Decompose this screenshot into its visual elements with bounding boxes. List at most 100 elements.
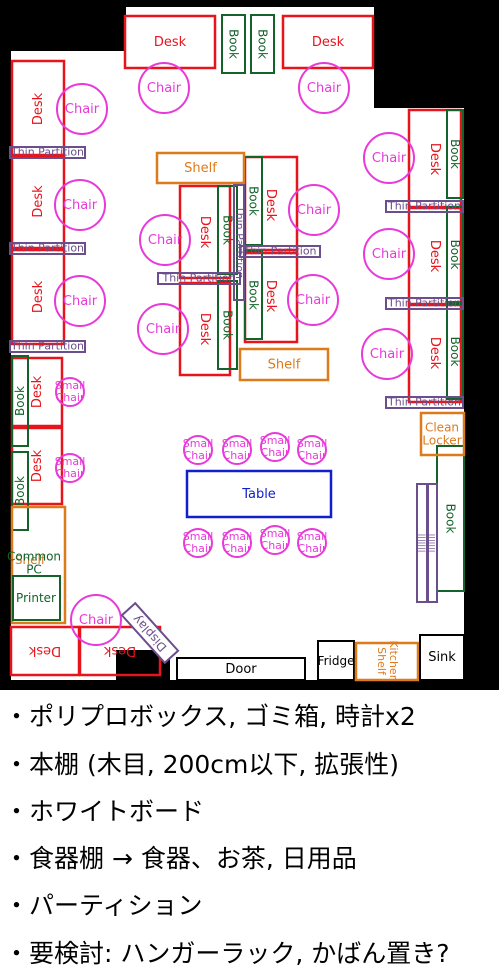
desk-label: Desk <box>30 449 45 482</box>
desk-label: Desk <box>198 216 213 249</box>
desk-label: Desk <box>31 92 46 125</box>
thin-partition-label: Thin Partition <box>242 245 316 258</box>
chair <box>287 274 339 326</box>
desk-label: Desk <box>103 644 136 659</box>
bookshelf-label: Book <box>247 280 261 310</box>
note-item: ・要検討: ハンガーラック, かばん置き? <box>4 939 450 968</box>
chair-label: Chair <box>370 347 405 362</box>
wall-segment <box>374 0 464 108</box>
bookshelf-label: Book <box>227 29 241 59</box>
chair-label: Chair <box>148 233 183 248</box>
chair <box>54 179 106 231</box>
bookshelf-label: Book <box>449 240 463 270</box>
bookshelf <box>217 280 238 370</box>
sink-label: Sink <box>428 650 456 665</box>
chair <box>137 303 189 355</box>
desk-label: Desk <box>31 185 46 218</box>
chair-label: Chair <box>372 151 407 166</box>
thin-partition-label: Thin Partition <box>161 272 235 285</box>
bookshelf <box>11 355 29 447</box>
display-box <box>120 601 180 665</box>
chair <box>361 328 413 380</box>
chair-label: Chair <box>372 247 407 262</box>
chair <box>139 214 191 266</box>
desk-label: Desk <box>312 35 345 50</box>
chair-stack <box>426 483 438 603</box>
bookshelf <box>446 206 464 303</box>
bookshelf-label: Book <box>256 29 270 59</box>
thin-partition <box>385 297 464 310</box>
chair-label: Chair <box>307 81 342 96</box>
chair-stack-label: ||||||| <box>428 534 437 553</box>
desk-label: Desk <box>31 280 46 313</box>
bookshelf <box>446 109 464 199</box>
chair <box>298 62 350 114</box>
chair-label: Chair <box>65 102 100 117</box>
note-item: ・本棚 (木目, 200cm以下, 拡張性) <box>4 750 400 779</box>
chair-label: Chair <box>147 81 182 96</box>
desk-label: Desk <box>28 644 61 659</box>
desk-label: Desk <box>428 240 443 273</box>
note-item: ・パーティション <box>4 891 203 920</box>
chair-label: Chair <box>146 322 181 337</box>
thin-partition <box>233 184 245 301</box>
bookshelf-label: Book <box>221 215 235 245</box>
bookshelf-label: Book <box>444 504 458 534</box>
bookshelf-label: Book <box>13 476 27 506</box>
pc-shelf <box>10 505 67 625</box>
bookshelf <box>11 451 29 531</box>
chair <box>363 132 415 184</box>
chair <box>363 228 415 280</box>
shelf <box>238 347 330 382</box>
small-chair <box>55 453 85 483</box>
small-chair <box>222 435 252 465</box>
desk-label: Desk <box>264 280 279 313</box>
note-item: ・食器棚 → 食器、お茶, 日用品 <box>4 844 357 873</box>
thin-partition <box>385 200 464 213</box>
small-chair <box>297 528 327 558</box>
bookshelf-label: Book <box>247 186 261 216</box>
thin-partition-label: Thin Partition <box>233 205 246 279</box>
shelf-label: Shelf <box>268 357 301 372</box>
sink <box>419 634 465 681</box>
chair <box>54 275 106 327</box>
chair-label: Chair <box>297 203 332 218</box>
small-chair <box>55 377 85 407</box>
desk <box>10 248 66 346</box>
wall-segment <box>0 0 499 7</box>
note-item: ・ポリプロボックス, ゴミ箱, 時計x2 <box>4 702 416 731</box>
shelf <box>155 151 246 185</box>
thin-partition-label: Thin Partition <box>10 340 84 353</box>
chair <box>56 83 108 135</box>
chair-label: Chair <box>63 198 98 213</box>
wall-segment <box>11 7 126 51</box>
chair-label: Chair <box>296 293 331 308</box>
thin-partition-label: Thin Partition <box>387 200 461 213</box>
chair-stack-label: ||||||| <box>418 534 427 553</box>
chair <box>138 62 190 114</box>
chair-label: Chair <box>63 294 98 309</box>
thin-partition <box>157 272 241 285</box>
desk-label: Desk <box>428 337 443 370</box>
small-chair <box>297 435 327 465</box>
bookshelf-label: Book <box>449 139 463 169</box>
wall-segment <box>0 680 499 690</box>
chair <box>70 594 122 646</box>
bookshelf <box>446 303 464 400</box>
desk <box>407 302 463 404</box>
printer-label: Printer <box>16 591 56 605</box>
small-chair <box>222 528 252 558</box>
bookshelf-label: Book <box>449 337 463 367</box>
thin-partition-label: Thin Partition <box>387 396 461 409</box>
thin-partition <box>385 396 464 409</box>
desk-label: Desk <box>198 313 213 346</box>
